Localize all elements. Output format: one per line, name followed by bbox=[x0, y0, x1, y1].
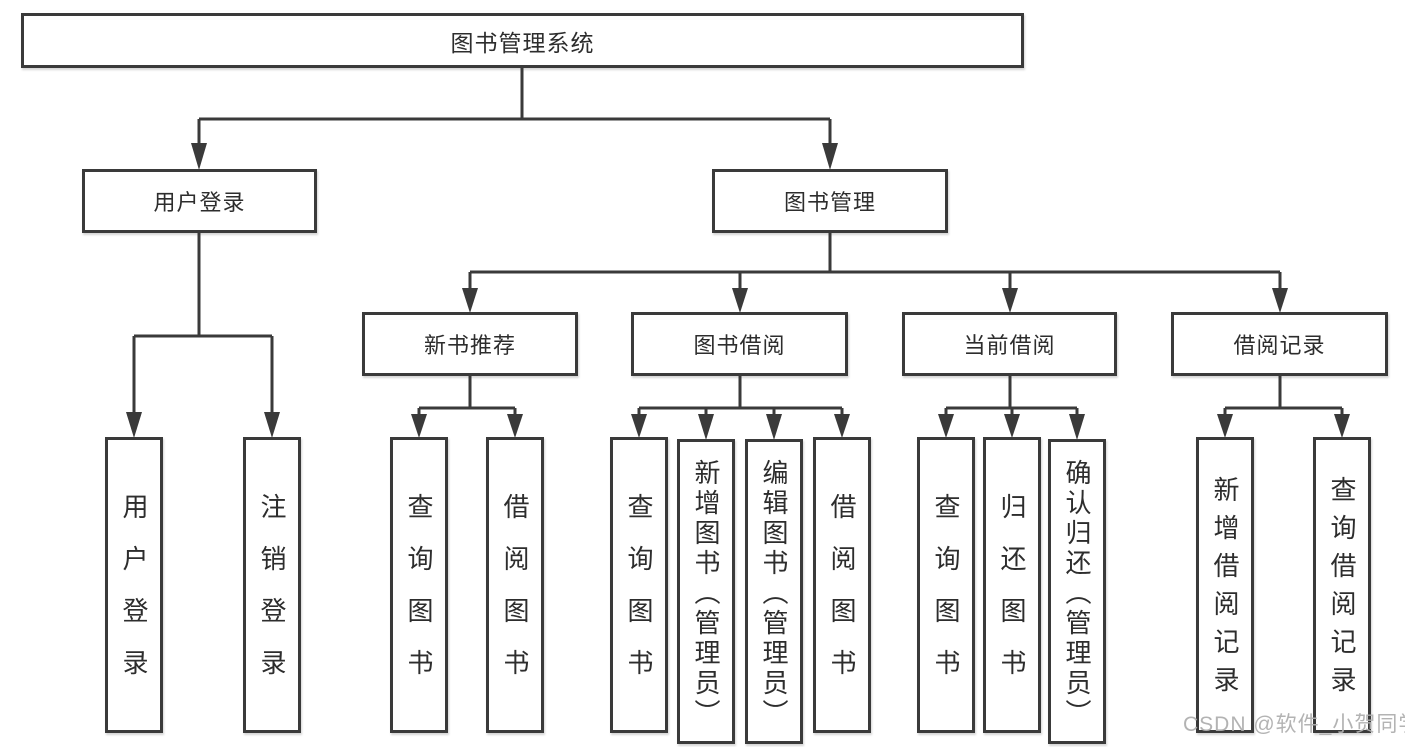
leaf-edit-book-admin: 编辑图书（管理员） bbox=[745, 439, 803, 744]
node-borrowing-records: 借阅记录 bbox=[1171, 312, 1388, 376]
leaf-query-books-borrowing: 查询图书 bbox=[610, 437, 668, 733]
node-label: 图书借阅 bbox=[693, 333, 786, 358]
leaf-query-books-current: 查询图书 bbox=[917, 437, 975, 733]
leaf-label: 归还图书 bbox=[997, 493, 1027, 701]
node-label: 当前借阅 bbox=[963, 333, 1056, 358]
node-library-management-system: 图书管理系统 bbox=[21, 13, 1024, 68]
leaf-logout: 注销登录 bbox=[243, 437, 301, 733]
leaf-label: 编辑图书（管理员） bbox=[759, 458, 789, 729]
leaf-label: 注销登录 bbox=[257, 493, 287, 701]
node-book-borrowing: 图书借阅 bbox=[631, 312, 848, 376]
leaf-label: 查询图书 bbox=[624, 493, 654, 701]
leaf-add-book-admin: 新增图书（管理员） bbox=[677, 439, 735, 744]
node-label: 借阅记录 bbox=[1233, 333, 1326, 358]
node-label: 图书管理 bbox=[783, 190, 876, 215]
leaf-return-book: 归还图书 bbox=[983, 437, 1041, 733]
leaf-borrow-books-borrowing: 借阅图书 bbox=[813, 437, 871, 733]
leaf-query-books-recommend: 查询图书 bbox=[390, 437, 448, 733]
leaf-confirm-return-admin: 确认归还（管理员） bbox=[1048, 439, 1106, 744]
leaf-label: 新增图书（管理员） bbox=[691, 458, 721, 729]
leaf-label: 新增借阅记录 bbox=[1210, 476, 1240, 704]
node-label: 用户登录 bbox=[153, 190, 246, 215]
leaf-add-borrow-record: 新增借阅记录 bbox=[1196, 437, 1254, 733]
leaf-label: 查询图书 bbox=[931, 493, 961, 701]
leaf-label: 用户登录 bbox=[119, 493, 149, 701]
node-label: 新书推荐 bbox=[423, 333, 516, 358]
node-book-management: 图书管理 bbox=[712, 169, 948, 233]
node-current-borrowing: 当前借阅 bbox=[902, 312, 1117, 376]
leaf-label: 借阅图书 bbox=[827, 493, 857, 701]
leaf-label: 查询借阅记录 bbox=[1327, 476, 1357, 704]
leaf-borrow-books-recommend: 借阅图书 bbox=[486, 437, 544, 733]
arrowhead-icons bbox=[126, 143, 1350, 440]
node-new-book-recommendation: 新书推荐 bbox=[362, 312, 578, 376]
node-label: 图书管理系统 bbox=[450, 29, 595, 56]
watermark: CSDN @软件_小贺同学 bbox=[1183, 713, 1405, 736]
node-user-login: 用户登录 bbox=[82, 169, 317, 233]
leaf-user-login: 用户登录 bbox=[105, 437, 163, 733]
leaf-query-borrow-record: 查询借阅记录 bbox=[1313, 437, 1371, 733]
leaf-label: 借阅图书 bbox=[500, 493, 530, 701]
leaf-label: 查询图书 bbox=[404, 493, 434, 701]
leaf-label: 确认归还（管理员） bbox=[1062, 458, 1092, 729]
